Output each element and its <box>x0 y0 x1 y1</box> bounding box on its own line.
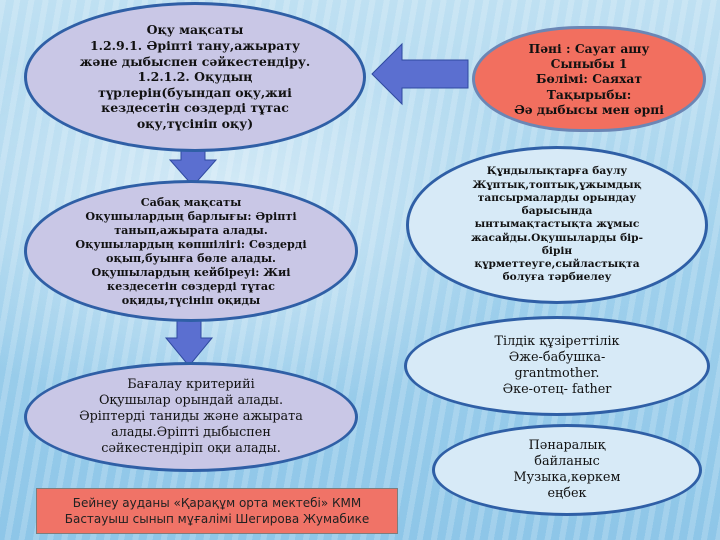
lesson-goals-line: танып,ажырата алады. <box>114 223 268 237</box>
values-ellipse: Құндылықтарға баулу Жұптық,топтық,ұжымды… <box>406 146 708 304</box>
values-line: Құндылықтарға баулу <box>486 165 628 178</box>
values-line: Жұптық,топтық,ұжымдық <box>472 178 642 191</box>
values-line: құрметтеуге,сыйластықта <box>474 258 640 271</box>
assessment-criteria-ellipse: Бағалау критерийі Оқушылар орындай алады… <box>24 362 358 472</box>
lesson-info-line: Пәні : Сауат ашу <box>528 40 650 56</box>
learning-goals-ellipse: Оқу мақсаты 1.2.9.1. Әріпті тану,ажырату… <box>24 2 366 152</box>
values-line: ынтымақтастықта жұмыс <box>474 218 640 231</box>
assessment-line: Бағалау критерийі <box>127 377 255 393</box>
arrow-left <box>371 42 469 106</box>
lesson-info-line: Бөлімі: Саяхат <box>536 71 642 87</box>
learning-goals-line: және дыбыспен сәйкестендіру. <box>79 53 311 69</box>
language-competence-ellipse: Тілдік құзіреттілік Әже-бабушка- grantmo… <box>404 316 710 416</box>
interdisciplinary-ellipse: Пәнаралық байланыс Музыка,көркем еңбек <box>432 424 702 516</box>
interdisciplinary-line: еңбек <box>547 485 587 501</box>
interdisciplinary-line: Музыка,көркем <box>513 470 621 485</box>
values-line: барысында <box>521 205 593 218</box>
language-line: grantmother. <box>514 366 600 381</box>
learning-goals-line: кездесетін сөздерді тұтас <box>101 100 289 116</box>
language-line: Әже-бабушка- <box>508 350 606 366</box>
lesson-goals-line: Оқушылардың барлығы: Әріпті <box>85 209 297 223</box>
interdisciplinary-line: байланыс <box>534 454 600 470</box>
lesson-goals-line: оқып,буынға бөле алады. <box>106 251 276 265</box>
lesson-info-ellipse: Пәні : Сауат ашу Сыныбы 1 Бөлімі: Саяхат… <box>472 26 706 132</box>
assessment-line: Оқушылар орындай алады. <box>98 393 284 409</box>
lesson-goals-line: Оқушылардың көпшілігі: Сөздерді <box>75 237 307 251</box>
learning-goals-line: Оқу мақсаты <box>146 22 244 38</box>
language-line: Әке-отец- father <box>502 381 612 397</box>
learning-goals-line: оқу,түсініп оқу) <box>136 116 254 132</box>
lesson-goals-line: оқиды,түсініп оқиды <box>121 293 261 307</box>
values-line: тапсырмаларды орындау <box>477 191 637 204</box>
language-line: Тілдік құзіреттілік <box>494 334 620 350</box>
interdisciplinary-line: Пәнаралық <box>528 438 606 454</box>
assessment-line: сәйкестендіріп оқи алады. <box>101 440 281 456</box>
lesson-goals-line: Сабақ мақсаты <box>140 195 242 209</box>
learning-goals-line: түрлерін(буындап оқу,жиі <box>98 84 292 100</box>
lesson-info-line: Әә дыбысы мен әрпі <box>514 102 664 118</box>
learning-goals-line: 1.2.9.1. Әріпті тану,ажырату <box>89 37 301 53</box>
arrow-down-2 <box>164 317 214 367</box>
learning-goals-line: 1.2.1.2. Оқудың <box>137 69 253 85</box>
footer-teacher-line: Бастауыш сынып мұғалімі Шегирова Жумабик… <box>64 512 370 526</box>
footer-school-line: Бейнеу ауданы «Қарақұм орта мектебі» КММ <box>72 495 362 510</box>
assessment-line: алады.Әріпті дыбыспен <box>111 424 271 440</box>
values-line: жасайды.Оқушыларды бір- <box>470 231 643 244</box>
school-footer-box: Бейнеу ауданы «Қарақұм орта мектебі» КММ… <box>36 488 398 534</box>
values-line: бірін <box>541 244 573 257</box>
assessment-line: Әріптерді таниды және ажырата <box>79 409 303 424</box>
lesson-info-line: Сыныбы 1 <box>550 55 628 71</box>
values-line: болуға тәрбиелеу <box>502 271 612 284</box>
lesson-goals-line: Оқушылардың кейбіреуі: Жиі <box>91 265 291 279</box>
lesson-goals-ellipse: Сабақ мақсаты Оқушылардың барлығы: Әріпт… <box>24 180 358 322</box>
lesson-info-line: Тақырыбы: <box>546 86 632 102</box>
lesson-goals-line: кездесетін сөздерді тұтас <box>107 279 275 293</box>
